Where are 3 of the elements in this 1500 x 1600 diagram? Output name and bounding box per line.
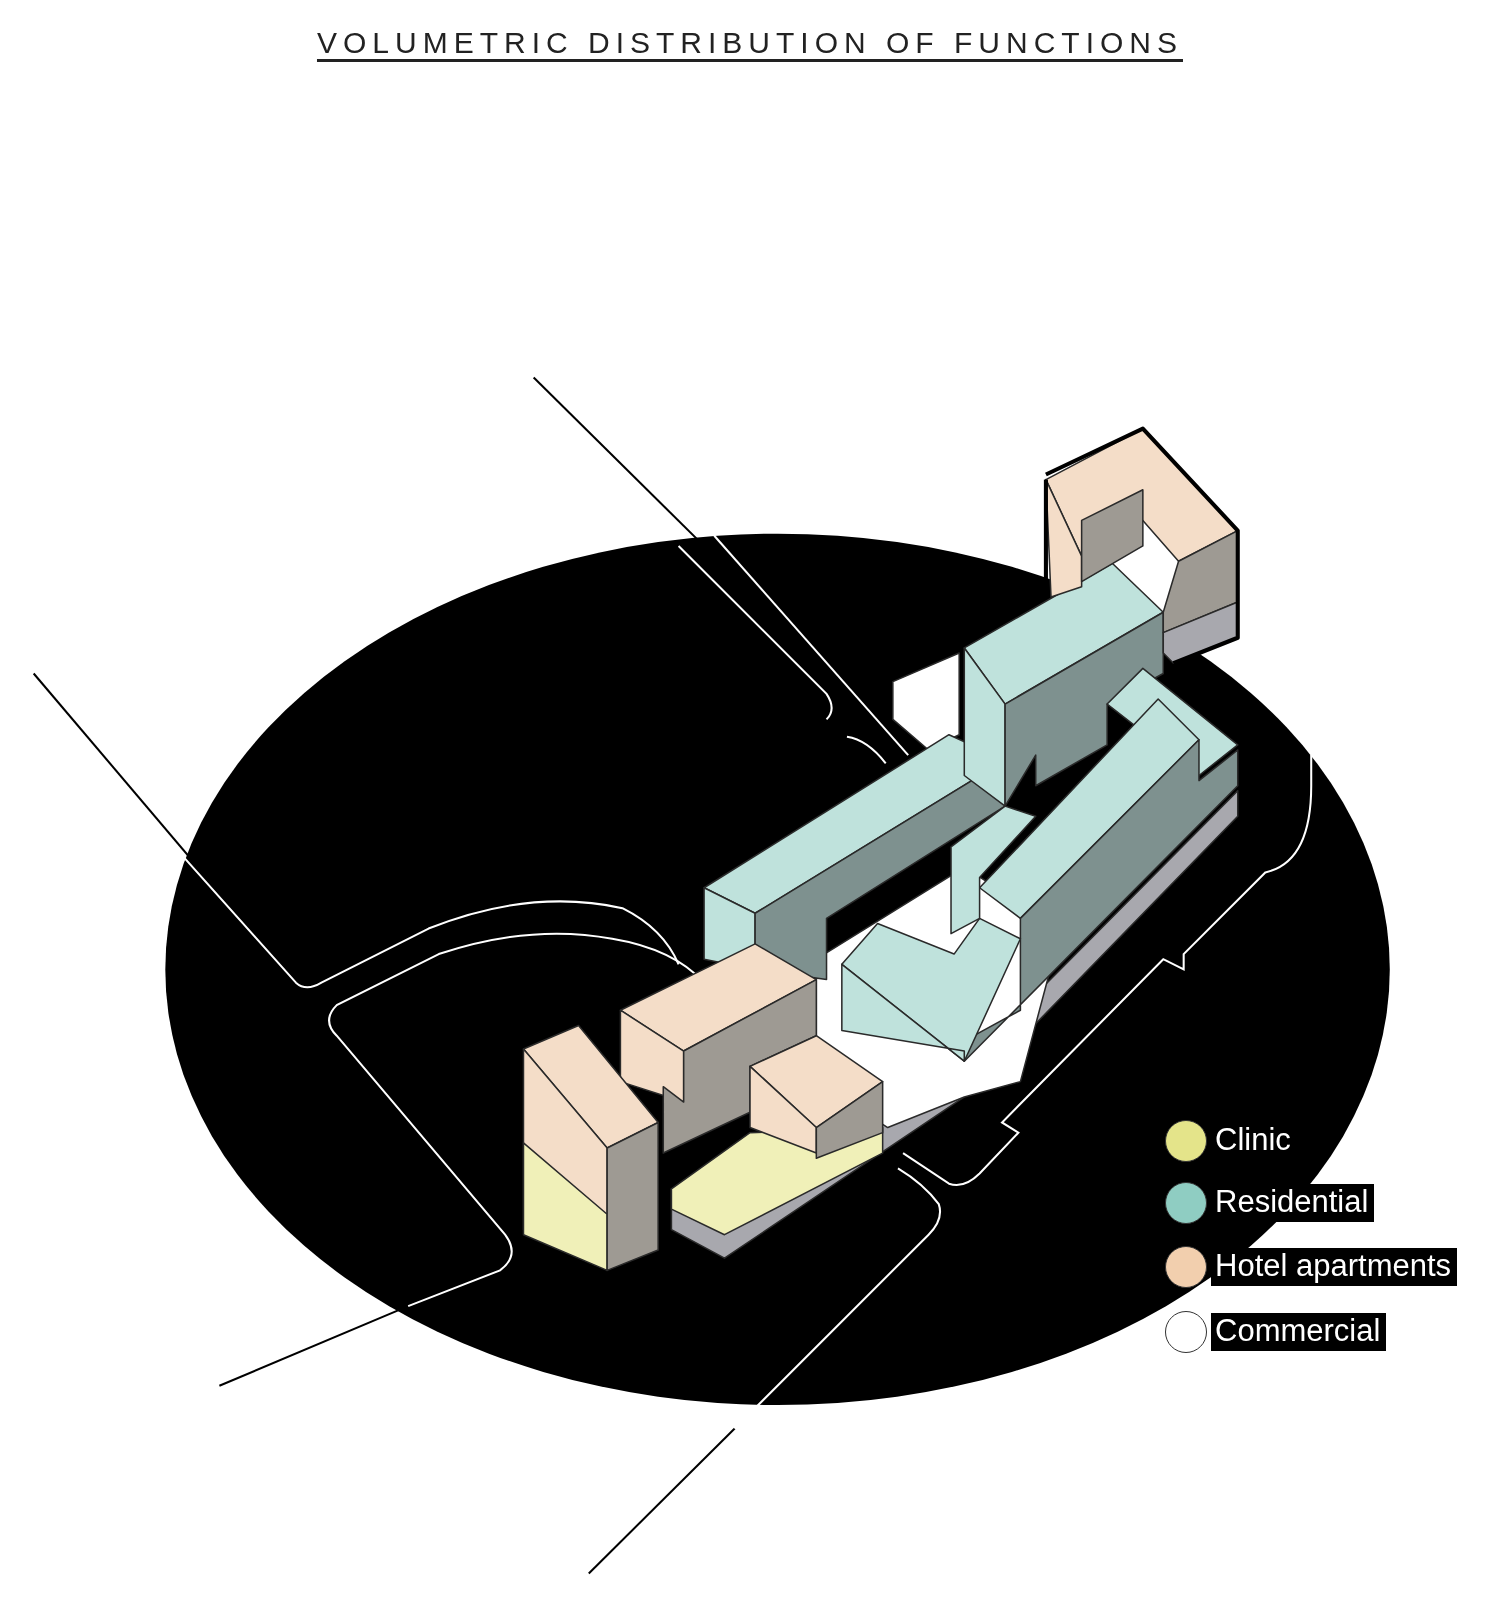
legend-label: Hotel apartments [1211, 1248, 1458, 1286]
diagram-title: VOLUMETRIC DISTRIBUTION OF FUNCTIONS [317, 26, 1183, 59]
legend-label: Commercial [1211, 1313, 1387, 1351]
